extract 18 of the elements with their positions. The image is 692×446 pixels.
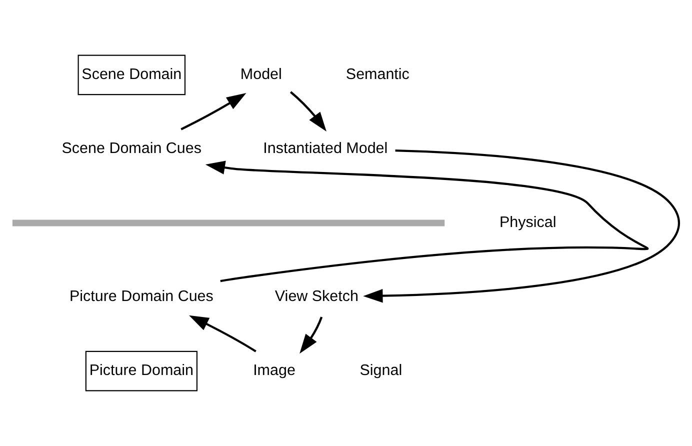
label: Semantic: [346, 66, 410, 83]
arrow: [363, 149, 680, 303]
node-text: Scene Domain Cues: [62, 140, 202, 158]
arrow: [205, 160, 646, 282]
node-text: Instantiated Model: [263, 140, 388, 158]
node-text: Model: [240, 66, 282, 83]
arrow: [300, 316, 323, 354]
arrow: [290, 91, 326, 132]
arrow: [180, 93, 246, 130]
node-text: View Sketch: [274, 288, 358, 306]
node-bar: [12, 220, 445, 226]
node-box: Picture Domain: [85, 350, 198, 392]
arrow: [189, 315, 256, 352]
node-text: Picture Domain Cues: [69, 288, 214, 306]
node-text: Image: [253, 362, 296, 380]
node-label: Physical: [500, 214, 556, 232]
node-box: Scene Domain: [78, 54, 186, 96]
label: Signal: [360, 362, 402, 380]
